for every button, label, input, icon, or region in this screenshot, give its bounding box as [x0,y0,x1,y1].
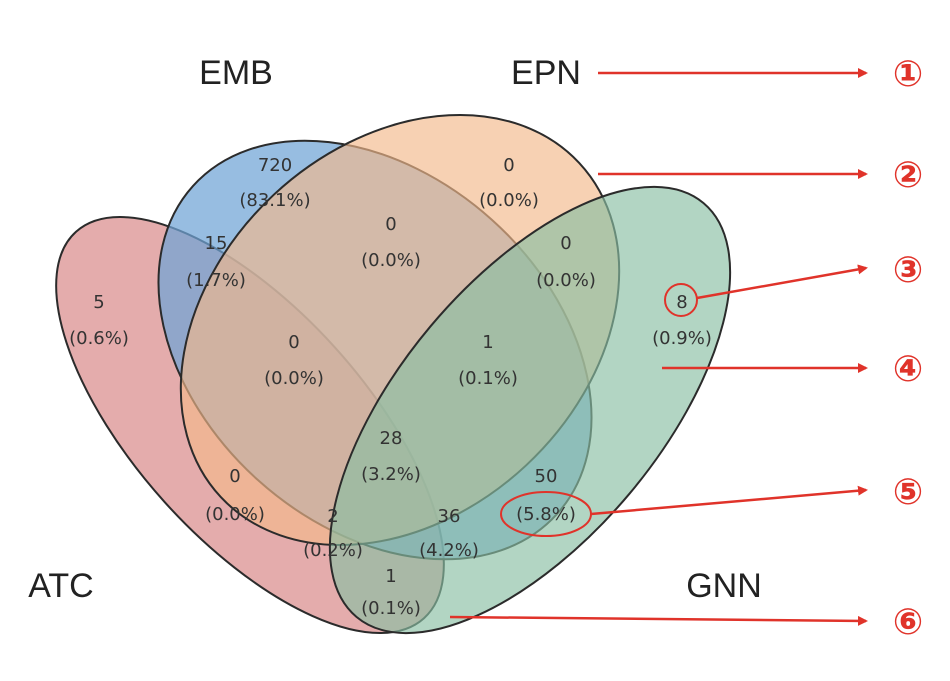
region-percent: (5.8%) [516,504,576,525]
region-emb-only: 720 (83.1%) [239,155,310,211]
region-atc-emb: 15 (1.7%) [186,233,246,291]
atc-set-label: ATC [28,567,93,605]
region-percent: (3.2%) [361,464,421,485]
region-count: 8 [676,292,687,313]
gnn-set-label: GNN [686,567,762,605]
callout-number-3: ③ [893,250,923,291]
highlight-circle-gnn-only [664,283,698,317]
region-count: 1 [482,332,493,353]
gnn-set-ellipse [328,185,732,635]
region-count: 720 [258,155,292,176]
region-emb-epn: 0 (0.0%) [361,214,421,271]
region-count: 0 [288,332,299,353]
region-count: 0 [503,155,514,176]
region-percent: (0.0%) [205,504,265,525]
callout-arrows [449,68,868,626]
region-percent: (0.1%) [458,368,518,389]
region-count: 0 [385,214,396,235]
emb-set-label: EMB [199,54,273,92]
region-emb-epn-gnn: 1 (0.1%) [458,332,518,389]
region-percent: (0.1%) [361,598,421,619]
region-epn-only: 0 (0.0%) [479,155,539,211]
region-count: 0 [560,233,571,254]
callout-arrow-3 [696,264,868,300]
region-count: 5 [93,292,104,313]
region-atc-only: 5 (0.6%) [69,292,129,349]
region-percent: (83.1%) [239,190,310,211]
region-emb-gnn: 50 (5.8%) [516,466,576,525]
region-atc-epn-gnn: 2 (0.2%) [303,506,363,561]
region-percent: (0.2%) [303,540,363,561]
callout-number-6: ⑥ [893,602,923,643]
region-percent: (0.0%) [264,368,324,389]
region-count: 2 [327,506,338,527]
region-count: 28 [380,428,403,449]
callout-arrow-5 [590,485,868,516]
region-percent: (4.2%) [419,540,479,561]
region-count: 36 [438,506,461,527]
region-epn-gnn: 0 (0.0%) [536,233,596,291]
region-gnn-only: 8 (0.9%) [652,292,712,349]
region-percent: (0.0%) [536,270,596,291]
region-count: 0 [229,466,240,487]
region-atc-gnn: 1 (0.1%) [361,566,421,619]
region-percent: (0.6%) [69,328,129,349]
region-percent: (0.9%) [652,328,712,349]
region-percent: (0.0%) [479,190,539,211]
region-atc-emb-gnn: 36 (4.2%) [419,506,479,561]
region-count: 50 [535,466,558,487]
callout-arrow-6 [449,615,868,626]
region-count: 1 [385,566,396,587]
callout-number-5: ⑤ [893,472,923,513]
region-percent: (0.0%) [361,250,421,271]
callout-number-1: ① [893,54,923,95]
callout-number-4: ④ [893,349,923,390]
region-atc-epn: 0 (0.0%) [205,466,265,525]
region-percent: (1.7%) [186,270,246,291]
region-all-four: 28 (3.2%) [361,428,421,485]
callout-number-2: ② [893,155,923,196]
region-atc-emb-epn: 0 (0.0%) [264,332,324,389]
region-count: 15 [205,233,228,254]
epn-set-label: EPN [511,54,581,92]
